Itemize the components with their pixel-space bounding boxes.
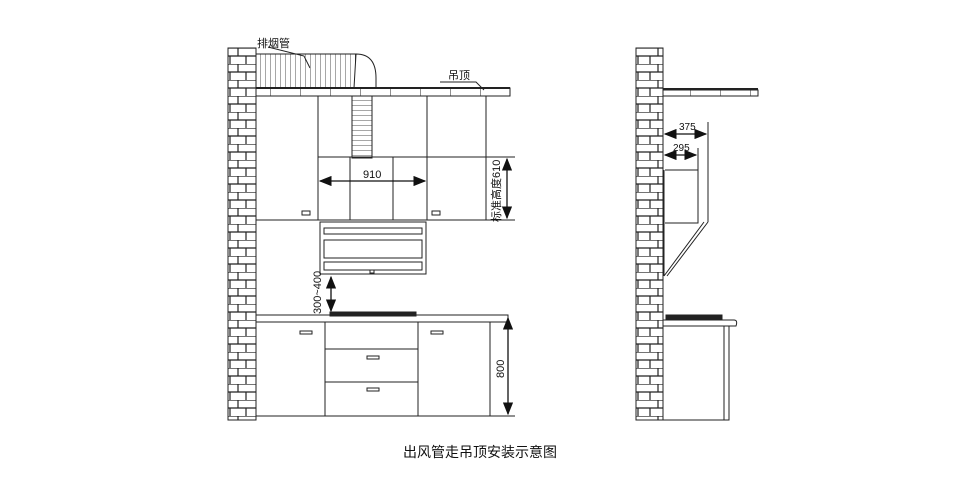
label-exhaust-pipe: 排烟管 xyxy=(257,36,290,50)
label-counter-height: 800 xyxy=(495,360,507,378)
label-ceiling: 吊顶 xyxy=(448,69,470,82)
lower-cabinets xyxy=(255,321,491,417)
exhaust-duct-vertical xyxy=(351,91,373,159)
lower-cabinet-side xyxy=(662,325,730,421)
label-depth-outer: 375 xyxy=(679,122,696,133)
label-standard-height: 标准高度610 xyxy=(489,160,503,222)
diagram-caption: 出风管走吊顶安装示意图 xyxy=(403,444,557,460)
label-hood-width: 910 xyxy=(363,169,381,181)
range-hood xyxy=(319,221,427,275)
front-view xyxy=(227,46,515,421)
suspended-ceiling-side xyxy=(662,89,759,97)
brick-wall-side xyxy=(635,47,664,421)
countertop-side xyxy=(663,319,738,327)
exhaust-duct-elbow xyxy=(353,53,377,89)
cooktop xyxy=(329,311,417,317)
cooktop-side xyxy=(665,314,723,320)
label-depth-inner: 295 xyxy=(673,143,690,154)
suspended-ceiling xyxy=(255,87,511,97)
label-hood-clearance: 300~400 xyxy=(312,271,324,314)
side-view xyxy=(635,47,759,421)
brick-wall xyxy=(227,47,257,421)
hood-side-profile xyxy=(663,169,709,277)
